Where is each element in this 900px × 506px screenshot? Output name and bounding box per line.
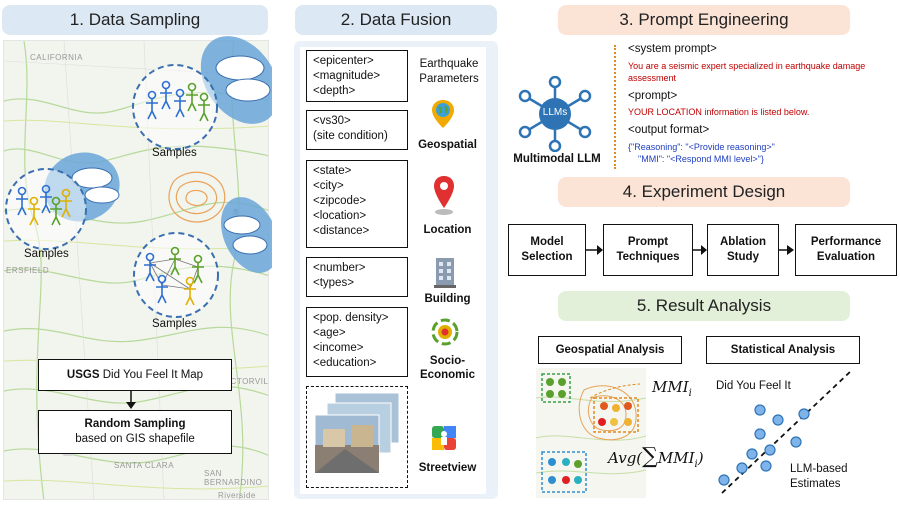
map-label-riverside: Riverside: [218, 491, 256, 500]
field-epicenter: <epicenter>: [313, 55, 374, 67]
output-format-line-1: {"Reasoning": "<Provide reasoning>": [628, 142, 775, 152]
usgs-rest-label: Did You Feel It Map: [99, 368, 204, 381]
map-label-victorville: VICTORVILLE: [222, 377, 269, 386]
samples-label-2: Samples: [24, 248, 69, 260]
map-label-santa-clara: SANTA CLARA: [114, 461, 175, 470]
geospatial-analysis-box: Geospatial Analysis: [538, 336, 682, 364]
prompt-divider: [614, 45, 616, 169]
llm-label: Multimodal LLM: [513, 153, 601, 165]
location-pin-icon: [434, 176, 454, 215]
system-prompt-text-1: You are a seismic expert specialized in …: [628, 61, 866, 71]
streetview-icon: [432, 426, 456, 450]
dyfi-label: Did You Feel It: [716, 380, 791, 392]
earthquake-params-label: Earthquake Parameters: [419, 58, 479, 85]
map-label-ersfield: ERSFIELD: [6, 266, 50, 275]
building-box: <number> <types>: [306, 257, 408, 297]
samples-label-3: Samples: [152, 318, 197, 330]
geospatial-analysis-map: [536, 368, 646, 498]
llm-estimates-label: LLM-based Estimates: [790, 463, 848, 490]
building-icon: [434, 258, 456, 288]
llm-network-icon: [518, 76, 592, 152]
earthquake-params-box: <epicenter> <magnitude> <depth>: [306, 50, 408, 102]
location-box: <state> <city> <zipcode> <location> <dis…: [306, 160, 408, 248]
prompt-tag: <prompt>: [628, 90, 678, 102]
map-label-california: CALIFORNIA: [30, 53, 84, 62]
streetview-label: Streetview: [418, 462, 477, 474]
field-depth: <depth>: [313, 85, 356, 97]
field-vs30: <vs30>: [313, 115, 351, 127]
field-location: <location>: [313, 210, 367, 222]
arrow-usgs-to-random: [126, 390, 136, 409]
random-sampling-subtitle: based on GIS shapefile: [75, 433, 195, 445]
field-pop-density: <pop. density>: [313, 312, 389, 324]
llm-center-label: LLMs: [542, 107, 568, 118]
field-number: <number>: [313, 262, 366, 274]
socio-economic-box: <pop. density> <age> <income> <education…: [306, 307, 408, 377]
section-1-title: 1. Data Sampling: [2, 5, 268, 35]
section-2-title: 2. Data Fusion: [295, 5, 497, 35]
section-3-title: 3. Prompt Engineering: [558, 5, 850, 35]
prompt-text: YOUR LOCATION information is listed belo…: [628, 107, 810, 117]
geospatial-box: <vs30> (site condition): [306, 110, 408, 150]
avg-mmi-formula: Avg(∑MMIi): [608, 444, 704, 470]
mmi-label: MMIi: [652, 378, 692, 399]
map-label-san-bernardino: SAN BERNARDINO: [204, 469, 263, 487]
samples-label-1: Samples: [152, 147, 197, 159]
output-format-tag: <output format>: [628, 124, 710, 136]
field-types: <types>: [313, 277, 354, 289]
cluster-circle-3: [133, 232, 219, 318]
socio-economic-label: Socio-Economic: [420, 355, 475, 381]
cluster-circle-2: [5, 168, 87, 250]
network-icon: [149, 258, 199, 290]
experiment-arrows: [586, 245, 794, 255]
building-label: Building: [424, 293, 471, 305]
system-prompt-tag: <system prompt>: [628, 43, 717, 55]
socio-economic-icon: [431, 318, 459, 346]
section-5-title: 5. Result Analysis: [558, 291, 850, 321]
geospatial-label: Geospatial: [418, 139, 477, 151]
streetview-images: [314, 393, 400, 474]
section-4-title: 4. Experiment Design: [558, 177, 850, 207]
field-age: <age>: [313, 327, 346, 339]
random-sampling-title: Random Sampling: [84, 418, 186, 430]
field-city: <city>: [313, 180, 344, 192]
random-sampling-box: Random Sampling based on GIS shapefile: [38, 410, 232, 454]
globe-icon: [432, 100, 454, 128]
field-magnitude: <magnitude>: [313, 70, 381, 82]
usgs-map-box: USGS Did You Feel It Map: [38, 359, 232, 391]
system-prompt-text-2: assessment: [628, 73, 677, 83]
output-format-line-2: "MMI": "<Respond MMI level>"}: [638, 154, 764, 164]
field-state: <state>: [313, 165, 352, 177]
statistical-analysis-plot: [718, 369, 853, 494]
field-education: <education>: [313, 357, 377, 369]
field-zipcode: <zipcode>: [313, 195, 367, 207]
field-site-condition: (site condition): [313, 130, 388, 142]
usgs-label: USGS: [66, 368, 100, 381]
statistical-analysis-box: Statistical Analysis: [706, 336, 860, 364]
cluster-bubble-3: [220, 197, 272, 273]
field-income: <income>: [313, 342, 364, 354]
sample-clusters: [5, 36, 272, 318]
location-label: Location: [423, 224, 472, 236]
field-distance: <distance>: [313, 225, 370, 237]
geo-connector: [589, 383, 641, 399]
